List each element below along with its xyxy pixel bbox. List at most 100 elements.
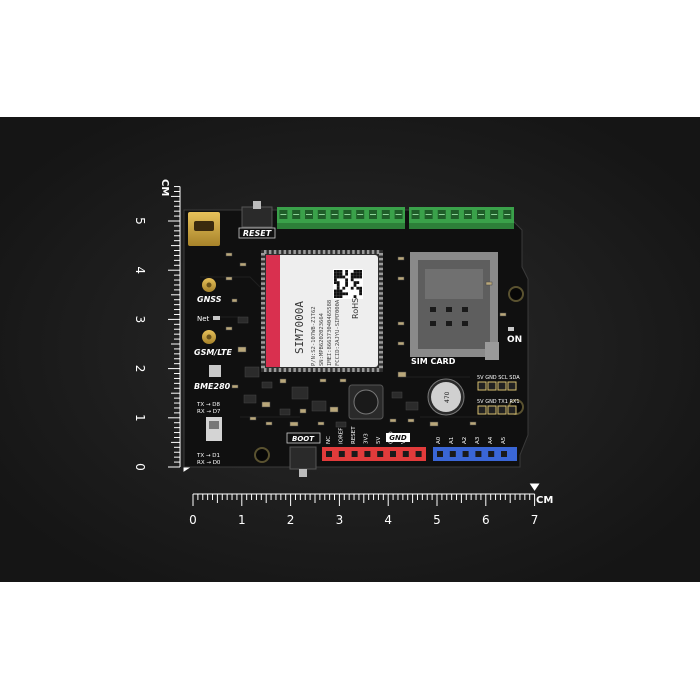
smd-component: [397, 321, 405, 326]
module-rohs: RoHS: [351, 298, 360, 319]
vertical-ruler-label: 2: [133, 365, 147, 373]
header-pin: [487, 381, 497, 391]
smd-component: [291, 386, 309, 400]
reset-button: RESET: [238, 201, 276, 239]
reset-label: RESET: [243, 229, 272, 238]
smd-component: [243, 394, 257, 404]
power-pin-label: NC: [326, 436, 332, 444]
horizontal-ruler-label: 7: [531, 513, 539, 527]
smd-component: [335, 421, 347, 428]
gnd-label-bg: [386, 433, 410, 442]
electrolytic-capacitor: 470: [427, 378, 465, 416]
header-hole: [351, 451, 358, 457]
gnss-antenna-connector: GNSS: [197, 278, 222, 304]
header-hole: [326, 451, 332, 457]
smd-component: [261, 401, 271, 408]
vertical-ruler-label: 5: [133, 217, 147, 225]
header-pin: [497, 381, 507, 391]
vertical-ruler-label: 0: [133, 463, 147, 471]
pcb-traces: [200, 276, 500, 418]
analog-header-blue: [433, 447, 517, 461]
tx-d8-label: TX → D8: [196, 402, 220, 408]
smd-component: [391, 391, 403, 399]
horizontal-ruler-label: 0: [189, 513, 197, 527]
power-pin-label: IOREF: [339, 428, 345, 444]
horizontal-ruler-label: 2: [287, 513, 295, 527]
mounting-hole: [254, 447, 270, 463]
horizontal-ruler-label: 6: [482, 513, 490, 527]
boot-button: BOOT: [286, 432, 321, 477]
smd-component: [279, 408, 291, 416]
module-line-4: FCCID:2AJYU-SIM7000A: [335, 299, 341, 366]
header-hole: [488, 451, 495, 457]
smd-component: [261, 381, 273, 389]
smd-component: [244, 366, 260, 378]
smd-component: [389, 418, 397, 423]
power-header-red: [322, 447, 426, 461]
smd-component: [469, 421, 477, 426]
terminal-block-right: [409, 207, 514, 229]
rx-d0-label: RX → D0: [197, 460, 221, 466]
smd-component: [249, 416, 257, 421]
header-hole: [501, 451, 507, 457]
module-line-2: SN:MPB6202023664: [319, 312, 325, 366]
header-pin: [487, 405, 497, 415]
header-hole: [377, 451, 384, 457]
header-hole: [390, 451, 396, 457]
uart-row-label: 5V GND TX1 RX1: [477, 399, 520, 405]
smd-component: [279, 378, 287, 384]
smd-component: [225, 252, 233, 257]
sim-card-label: SIM CARD: [411, 357, 456, 366]
smd-component: [499, 312, 507, 317]
smd-component: [299, 408, 307, 414]
gsm-lte-label: GSM/LTE: [194, 348, 232, 357]
inductor: [348, 384, 384, 420]
smd-component: [485, 281, 493, 286]
micro-usb-port: [188, 212, 220, 246]
smd-component: [397, 341, 405, 346]
terminal-block-left: [277, 207, 405, 229]
bme280-sensor: BME280: [194, 365, 231, 391]
analog-pin-label: A3: [475, 436, 481, 444]
module-line-1: P/N:S2-107WB-Z1T62: [311, 306, 317, 366]
analog-pin-label: A2: [462, 437, 468, 444]
horizontal-ruler-label: 4: [384, 513, 392, 527]
header-pin: [507, 405, 517, 415]
vertical-ruler-unit: CM: [159, 179, 170, 196]
mounting-hole: [508, 286, 524, 302]
smd-component: [231, 384, 239, 389]
header-hole: [462, 451, 469, 457]
header-hole: [402, 451, 409, 457]
analog-pin-label: A4: [488, 436, 494, 444]
smd-component: [397, 371, 407, 378]
power-pin-label: 5V: [376, 437, 382, 444]
horizontal-ruler-label: 1: [238, 513, 246, 527]
smd-component: [237, 316, 249, 324]
rx-d7-label: RX → D7: [197, 409, 221, 415]
horizontal-ruler-label: 3: [336, 513, 344, 527]
module-accent-stripe: [266, 255, 280, 367]
header-hole: [475, 451, 482, 457]
bme280-label: BME280: [194, 382, 231, 391]
smd-component: [265, 421, 273, 426]
smd-component: [289, 421, 299, 427]
header-pin: [507, 381, 517, 391]
smd-component: [329, 406, 339, 413]
on-led: ON: [507, 327, 522, 345]
smd-component: [237, 346, 247, 353]
smd-component: [397, 276, 405, 281]
smd-component: [225, 276, 233, 281]
boot-label: BOOT: [292, 435, 315, 443]
serial-switch: TX → D8 RX → D7 TX → D1 RX → D0: [196, 402, 222, 466]
analog-pin-label: A0: [436, 436, 442, 444]
analog-pin-label: A5: [501, 436, 507, 444]
header-hole: [415, 451, 422, 457]
i2c-row-label: 5V GND SCL SDA: [477, 375, 520, 381]
smd-component: [311, 400, 327, 412]
smd-component: [231, 298, 238, 303]
gnd-label: GND: [389, 434, 407, 442]
sim-card-holder: SIM CARD: [410, 252, 499, 366]
header-pin: [477, 381, 487, 391]
